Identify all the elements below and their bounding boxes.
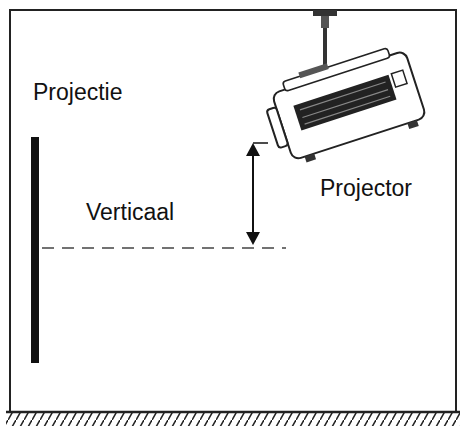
ceiling-mount [313,10,337,66]
floor-hatching [6,413,460,426]
text-label: Verticaal [86,200,174,225]
dashed-level-line [42,247,286,249]
room-outline [10,10,456,412]
projection-screen [31,137,39,363]
projector-body [258,39,428,169]
floor-line [6,411,460,414]
text-label: Projector [320,176,412,201]
vertical-dimension-arrow [246,143,268,245]
text-label: Projectie [33,80,122,105]
